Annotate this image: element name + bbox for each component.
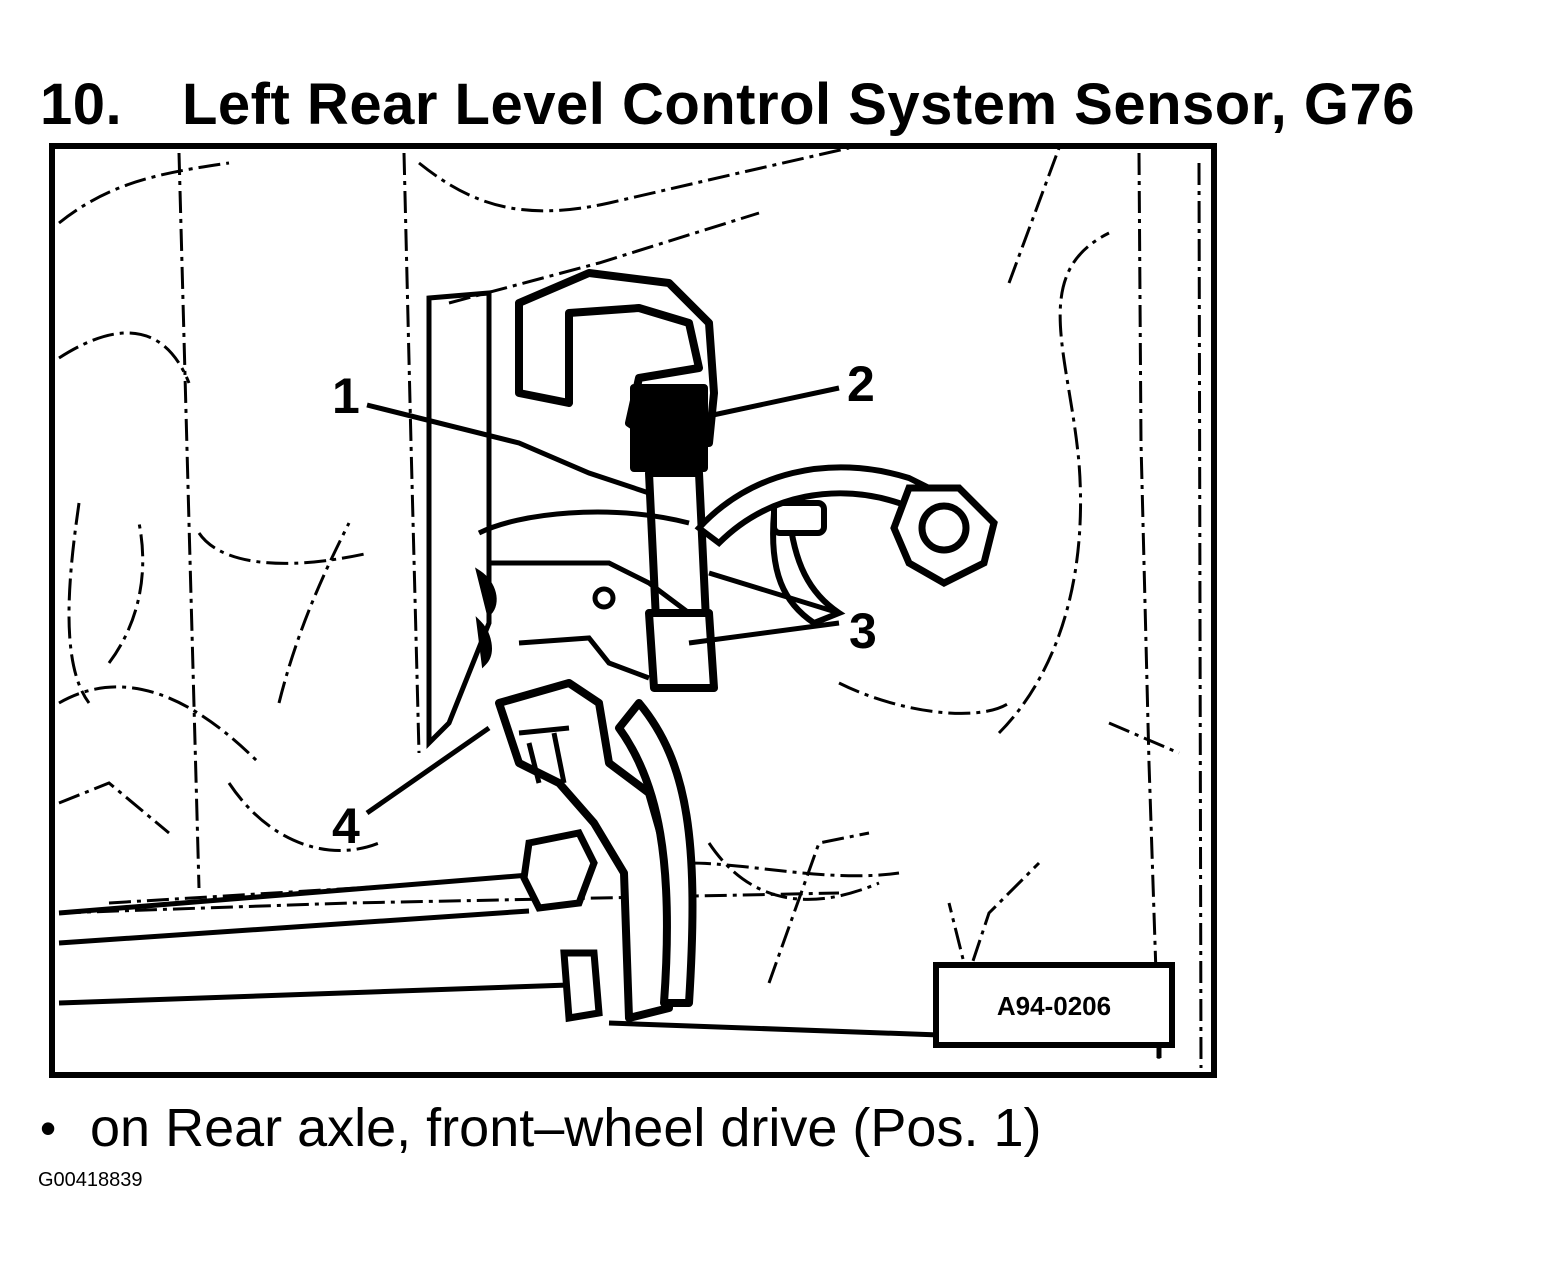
section-heading: 10. Left Rear Level Control System Sensor… xyxy=(40,70,1530,140)
callout-3: 3 xyxy=(849,603,877,659)
section-title: Left Rear Level Control System Sensor, G… xyxy=(182,72,1415,137)
figure-id: G00418839 xyxy=(38,1169,143,1191)
reference-code-box: A94-0206 xyxy=(933,962,1175,1048)
callout-leaders xyxy=(365,385,840,816)
lower-lever-arm xyxy=(495,679,697,1022)
background-lines xyxy=(58,146,1203,1069)
sensor-housing xyxy=(515,269,718,692)
sensor-location-illustration: A94-0206 1 2 3 4 xyxy=(49,143,1217,1078)
location-note-text: on Rear axle, front–wheel drive (Pos. 1) xyxy=(90,1098,1042,1158)
callout-4: 4 xyxy=(332,798,360,854)
location-note: • on Rear axle, front–wheel drive (Pos. 1… xyxy=(40,1092,1340,1164)
bullet-icon: • xyxy=(40,1102,57,1154)
callout-1: 1 xyxy=(332,368,360,424)
mounting-plate xyxy=(426,290,691,750)
callout-2: 2 xyxy=(847,356,875,412)
ball-joint-nut xyxy=(890,484,998,587)
reference-code: A94-0206 xyxy=(997,991,1111,1021)
section-number: 10. xyxy=(40,72,123,137)
lower-mounting-bolt xyxy=(520,829,603,1023)
